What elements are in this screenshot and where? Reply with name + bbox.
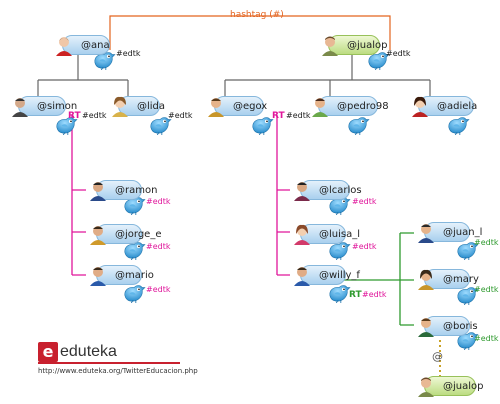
user-ramon[interactable]: @ramon <box>90 180 157 201</box>
hashtag-label: #edtk <box>286 111 311 120</box>
retweet-label: RT <box>349 290 362 300</box>
user-mario[interactable]: @mario <box>90 265 154 286</box>
avatar-icon <box>312 98 328 117</box>
username-label: @ramon <box>115 185 158 196</box>
avatar-icon <box>418 269 434 290</box>
username-label: @jualop <box>443 381 484 392</box>
user-jorge_e[interactable]: @jorge_e <box>90 224 161 245</box>
username-label: @juan_l <box>443 227 483 238</box>
avatar-icon <box>294 224 310 245</box>
follower-connectors <box>37 55 431 98</box>
retweet-connectors <box>71 115 290 276</box>
hashtag-label: #edtk <box>386 49 411 58</box>
username-label: @boris <box>443 321 478 332</box>
avatar-icon <box>208 98 224 117</box>
username-label: @jualop <box>347 40 388 51</box>
avatar-icon <box>12 98 28 117</box>
retweet-connectors-second <box>322 232 414 326</box>
avatar-icon <box>294 267 310 286</box>
hashtag-label: #edtk <box>146 285 171 294</box>
username-label: @adiela <box>437 101 478 112</box>
retweet-label: RT <box>272 111 285 121</box>
logo-underline <box>38 362 180 364</box>
hashtag-label: #edtk <box>352 197 377 206</box>
avatar-icon <box>418 224 434 243</box>
hashtag-label: #edtk <box>474 334 499 343</box>
hashtag-label: #edtk <box>146 197 171 206</box>
avatar-icon <box>56 37 72 56</box>
user-boris[interactable]: @boris <box>418 316 478 337</box>
username-label: @mario <box>115 270 154 281</box>
user-mary[interactable]: @mary <box>418 269 479 290</box>
hashtag-label: #edtk <box>146 242 171 251</box>
logo-wordmark: eduteka <box>60 342 117 360</box>
username-label: @ana <box>81 40 110 51</box>
logo-mark: e <box>38 341 58 362</box>
avatar-icon <box>412 96 428 117</box>
avatar-icon <box>294 182 310 201</box>
user-luisa_l[interactable]: @luisa_l <box>294 224 360 245</box>
user-simon[interactable]: @simon <box>12 96 77 117</box>
user-juan_l[interactable]: @juan_l <box>418 222 482 243</box>
hashtag-label: #edtk <box>116 49 141 58</box>
avatar-icon <box>90 267 106 286</box>
user-ana[interactable]: @ana <box>56 35 110 56</box>
hashtag-label: #edtk <box>352 242 377 251</box>
mention-symbol: @ <box>432 350 443 363</box>
hashtag-label: #edtk <box>474 238 499 247</box>
user-egox[interactable]: @egox <box>208 96 268 117</box>
hashtag-label: #edtk <box>362 290 387 299</box>
hashtag-label: #edtk <box>168 111 193 120</box>
username-label: @luisa_l <box>319 229 361 240</box>
username-label: @pedro98 <box>337 101 389 112</box>
hashtag-connector <box>109 15 391 50</box>
source-url[interactable]: http://www.eduteka.org/TwitterEducacion.… <box>38 367 198 375</box>
username-label: @jorge_e <box>115 229 162 240</box>
avatar-icon <box>90 226 106 245</box>
avatar-icon <box>418 377 434 397</box>
avatar-icon <box>112 96 128 117</box>
avatar-icon <box>90 182 106 201</box>
avatar-icon <box>418 318 434 337</box>
hashtag-label: #edtk <box>474 285 499 294</box>
avatar-icon <box>322 36 338 56</box>
username-label: @egox <box>233 101 268 112</box>
username-label: @willy_f <box>319 270 360 281</box>
username-label: @lida <box>137 101 166 112</box>
user-lida[interactable]: @lida <box>112 96 165 117</box>
user-lcarlos[interactable]: @lcarlos <box>294 180 362 201</box>
user-pedro98[interactable]: @pedro98 <box>312 96 389 117</box>
user-willy_f[interactable]: @willy_f <box>294 265 360 286</box>
user-jualop-mention[interactable]: @jualop <box>418 376 484 397</box>
username-label: @simon <box>37 101 78 112</box>
hashtag-title: hashtag (#) <box>230 10 284 20</box>
user-adiela[interactable]: @adiela <box>412 96 478 117</box>
hashtag-label: #edtk <box>82 111 107 120</box>
user-jualop[interactable]: @jualop <box>322 35 388 56</box>
username-label: @mary <box>443 274 479 285</box>
username-label: @lcarlos <box>319 185 362 196</box>
retweet-label: RT <box>68 111 81 121</box>
